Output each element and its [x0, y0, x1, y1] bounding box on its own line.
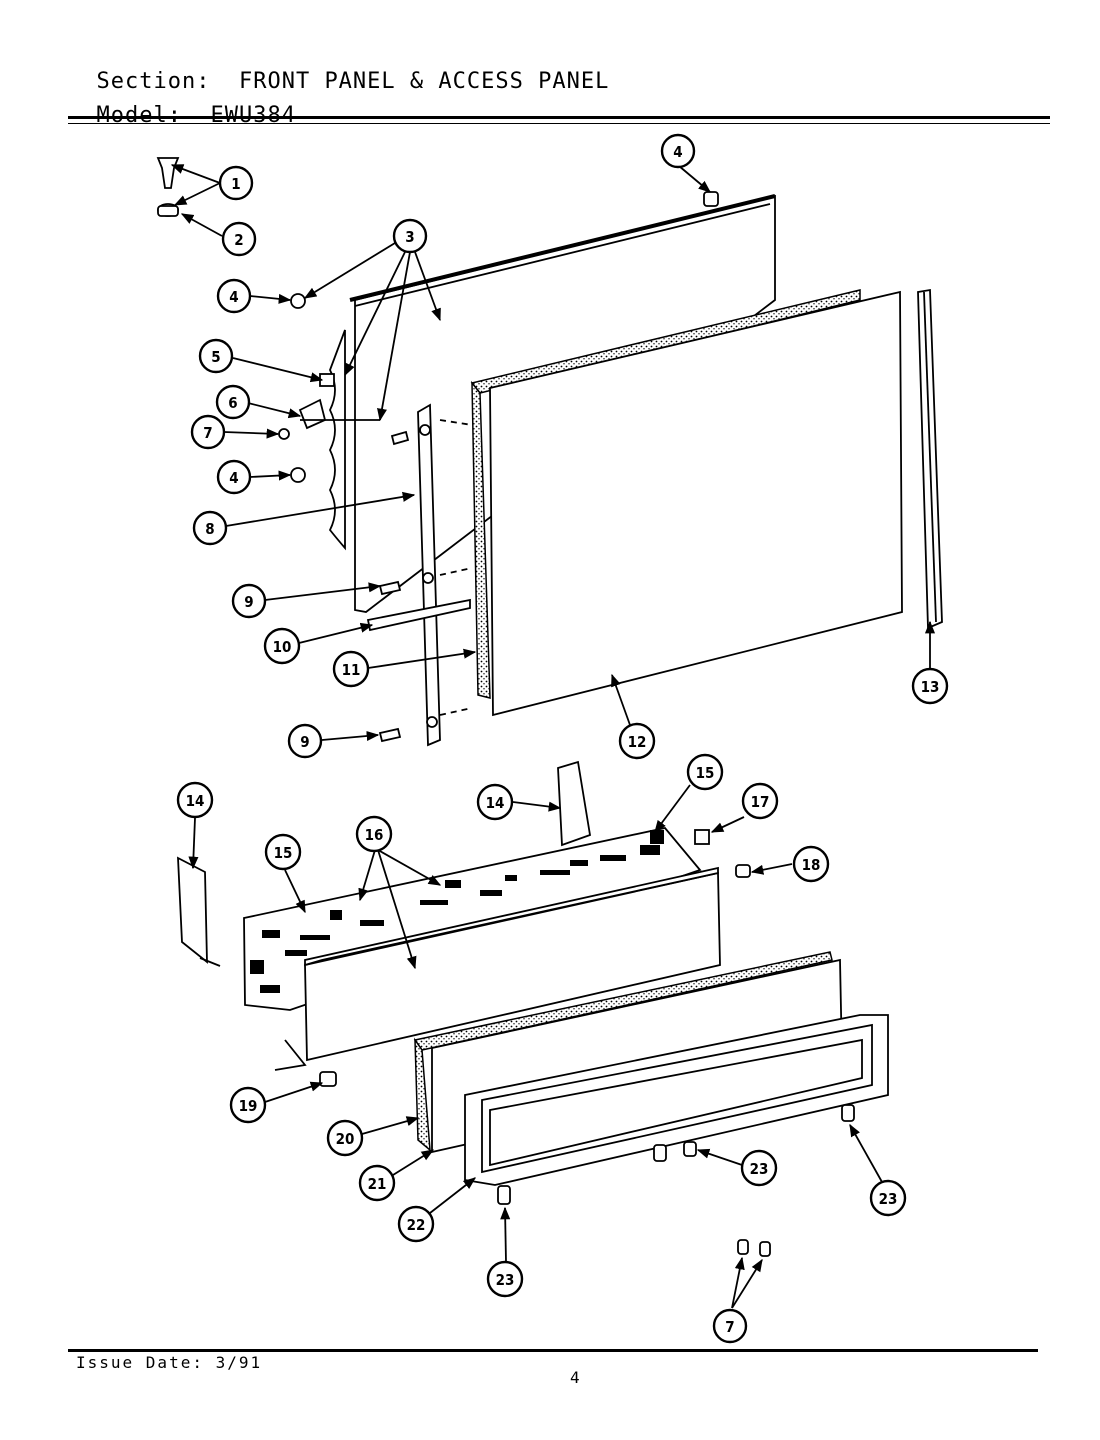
- svg-text:9: 9: [244, 593, 253, 611]
- callout-23-center: 23: [740, 1149, 778, 1187]
- hardware-screws: [156, 157, 719, 743]
- svg-text:17: 17: [751, 793, 770, 811]
- footer-rule: [68, 1349, 1038, 1352]
- callout-5: 5: [198, 338, 234, 374]
- callout-17: 17: [741, 782, 779, 820]
- issue-date: Issue Date: 3/91: [76, 1353, 263, 1372]
- callout-20: 20: [326, 1119, 364, 1157]
- svg-text:23: 23: [496, 1271, 515, 1289]
- callout-2: 2: [221, 221, 257, 257]
- callout-22: 22: [397, 1205, 435, 1243]
- svg-text:13: 13: [921, 678, 940, 696]
- svg-text:4: 4: [229, 469, 238, 487]
- svg-text:7: 7: [725, 1318, 734, 1336]
- frame-screws: [497, 1104, 855, 1257]
- callout-12: 12: [618, 722, 656, 760]
- svg-text:16: 16: [365, 826, 384, 844]
- callout-23-right: 23: [869, 1179, 907, 1217]
- svg-text:8: 8: [205, 520, 214, 538]
- callout-14-right: 14: [476, 783, 514, 821]
- access-panel-shield: [274, 866, 721, 1071]
- callout-15-left: 15: [264, 833, 302, 871]
- svg-text:7: 7: [203, 424, 212, 442]
- callout-4-upper: 4: [216, 278, 252, 314]
- section-label: Section:: [96, 69, 211, 94]
- svg-text:3: 3: [405, 228, 414, 246]
- section-heading: Section: FRONT PANEL & ACCESS PANEL: [68, 44, 609, 94]
- callout-8: 8: [192, 510, 228, 546]
- callout-7-upper: 7: [190, 414, 226, 450]
- callout-9-upper: 9: [231, 583, 267, 619]
- section-title: FRONT PANEL & ACCESS PANEL: [238, 69, 610, 94]
- svg-text:6: 6: [228, 394, 237, 412]
- svg-text:11: 11: [342, 661, 361, 679]
- svg-text:14: 14: [486, 794, 505, 812]
- hinge-bracket-strip: [417, 403, 473, 747]
- callout-23-bottom: 23: [486, 1260, 524, 1298]
- svg-text:20: 20: [336, 1130, 355, 1148]
- svg-text:21: 21: [368, 1175, 387, 1193]
- mounting-clips: [319, 829, 751, 1087]
- callout-4-lower: 4: [216, 459, 252, 495]
- callout-1: 1: [218, 165, 254, 201]
- side-bracket-left: [177, 856, 221, 967]
- callout-3: 3: [392, 218, 428, 254]
- svg-text:23: 23: [879, 1190, 898, 1208]
- svg-text:9: 9: [300, 733, 309, 751]
- svg-text:15: 15: [696, 764, 715, 782]
- svg-text:22: 22: [407, 1216, 426, 1234]
- callout-7-lower: 7: [712, 1308, 748, 1344]
- header-rule-thick: [68, 116, 1050, 119]
- header-rule-thin: [68, 123, 1050, 124]
- callout-11: 11: [332, 650, 370, 688]
- callout-6: 6: [215, 384, 251, 420]
- svg-text:1: 1: [231, 175, 240, 193]
- svg-text:19: 19: [239, 1097, 258, 1115]
- leader-lines: [170, 164, 936, 1309]
- page-number: 4: [570, 1368, 582, 1387]
- callout-13: 13: [911, 667, 949, 705]
- svg-text:18: 18: [802, 856, 821, 874]
- callout-21: 21: [358, 1164, 396, 1202]
- callout-15-right: 15: [686, 753, 724, 791]
- callout-16: 16: [355, 815, 393, 853]
- svg-text:12: 12: [628, 733, 647, 751]
- svg-text:10: 10: [273, 638, 292, 656]
- outer-door-panel: [470, 289, 903, 717]
- callout-10: 10: [263, 627, 301, 665]
- svg-text:23: 23: [750, 1160, 769, 1178]
- callout-9-lower: 9: [287, 723, 323, 759]
- side-trim-strip: [917, 288, 943, 630]
- bottom-channel-strip: [366, 598, 471, 632]
- callout-19: 19: [229, 1086, 267, 1124]
- svg-text:15: 15: [274, 844, 293, 862]
- svg-text:4: 4: [229, 288, 238, 306]
- svg-text:4: 4: [673, 143, 682, 161]
- svg-text:5: 5: [211, 348, 220, 366]
- side-bracket-right: [557, 760, 592, 847]
- callout-18: 18: [792, 845, 830, 883]
- callout-4-top: 4: [660, 133, 696, 169]
- callout-14-left: 14: [176, 781, 214, 819]
- svg-text:2: 2: [234, 231, 243, 249]
- svg-text:14: 14: [186, 792, 205, 810]
